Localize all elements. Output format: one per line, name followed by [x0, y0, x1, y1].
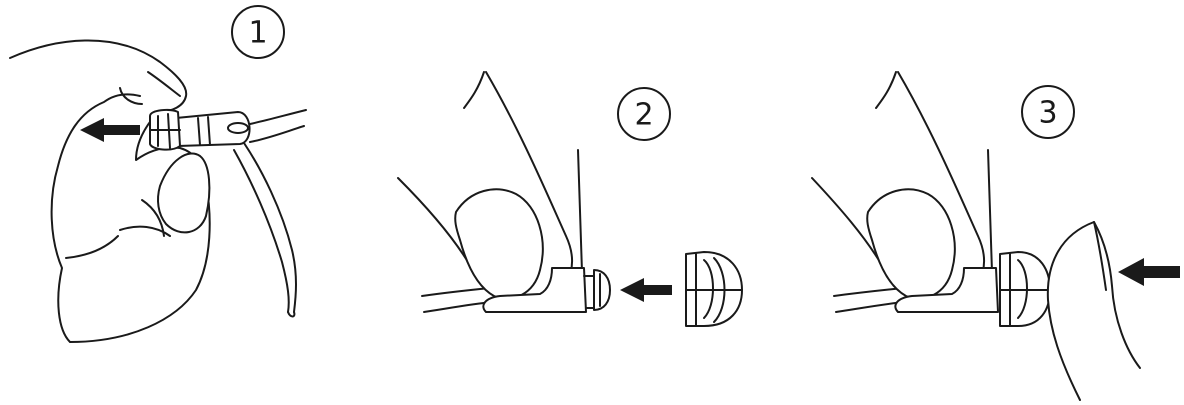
step-1-panel: 1	[10, 6, 306, 342]
step-1-marker: 1	[232, 6, 284, 58]
arrow-left-icon	[1118, 258, 1180, 286]
step-2-panel: 2	[398, 72, 742, 326]
arrow-left-icon	[620, 278, 672, 302]
ear-tip-icon	[150, 110, 180, 150]
step-2-marker: 2	[618, 88, 670, 140]
step-1-number: 1	[248, 16, 267, 51]
finger-icon	[812, 72, 984, 299]
step-3-marker: 3	[1022, 86, 1074, 138]
earphone-body-icon	[176, 112, 250, 146]
step-2-number: 2	[634, 98, 653, 133]
ear-tip-icon	[1000, 252, 1050, 326]
pressing-finger-icon	[1048, 222, 1140, 400]
step-3-number: 3	[1038, 96, 1057, 131]
step-3-panel: 3	[812, 72, 1180, 400]
finger-icon	[398, 72, 572, 299]
ear-tip-icon	[686, 252, 742, 326]
